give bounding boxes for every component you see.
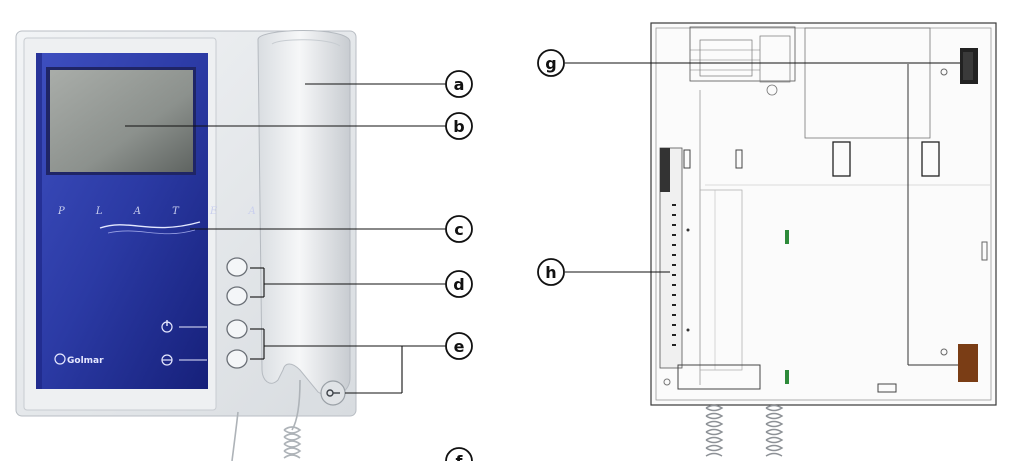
monitor-back [650, 22, 997, 457]
button-2[interactable] [226, 286, 248, 306]
svg-text:h: h [545, 263, 556, 282]
button-1[interactable] [226, 257, 248, 277]
callout-b: b [445, 112, 473, 140]
svg-text:b: b [453, 117, 464, 136]
svg-text:e: e [454, 337, 465, 356]
door-open-icon [161, 354, 173, 366]
callout-h: h [537, 258, 565, 286]
power-button[interactable] [226, 319, 248, 339]
svg-text:g: g [545, 54, 556, 73]
callout-f: f [445, 447, 473, 461]
callout-g: g [537, 49, 565, 77]
maker-logo: Golmar [67, 356, 104, 366]
handset-cord [231, 379, 302, 461]
brand-swoosh [99, 221, 201, 229]
key-icon [326, 389, 340, 397]
callout-d: d [445, 270, 473, 298]
brand-wordmark: P L A T E A [57, 206, 270, 217]
power-icon [161, 320, 173, 333]
door-open-button[interactable] [226, 349, 248, 369]
monitor-front: P L A T E A Golmar [15, 30, 357, 461]
maker-logo-mark [54, 353, 66, 365]
callout-a: a [445, 70, 473, 98]
callout-e: e [445, 332, 473, 360]
back-housing [650, 22, 997, 406]
svg-text:c: c [454, 220, 463, 239]
leader-lines [125, 62, 960, 394]
back-cords [705, 404, 784, 457]
svg-text:f: f [456, 452, 464, 461]
callout-c: c [445, 215, 473, 243]
mounting-hole-bottom [958, 344, 978, 382]
handset[interactable] [257, 30, 351, 397]
terminal-screws [672, 204, 676, 346]
svg-text:a: a [454, 75, 465, 94]
svg-text:d: d [453, 275, 464, 294]
terminal-block [659, 147, 683, 369]
